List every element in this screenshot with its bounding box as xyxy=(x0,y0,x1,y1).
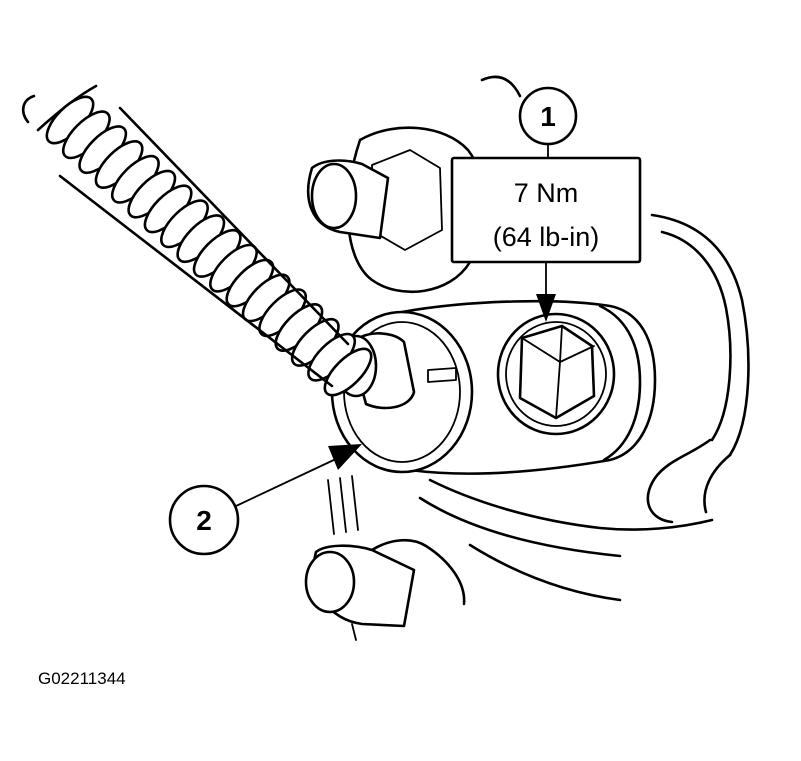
mounting-bracket xyxy=(418,75,750,602)
callout-1-number: 1 xyxy=(540,101,556,132)
harness-rib xyxy=(323,347,373,397)
callout-1: 1 xyxy=(518,86,578,159)
lower-bolt xyxy=(304,538,466,641)
torque-spec-box: 7 Nm (64 lb-in) xyxy=(450,156,642,264)
figure-id-label: G02211344 xyxy=(38,669,126,688)
alignment-lines xyxy=(327,475,359,535)
wiring-harness xyxy=(21,84,373,397)
callout-1-arrow xyxy=(536,261,556,322)
callout-2-number: 2 xyxy=(196,505,212,536)
torque-spec-metric: 7 Nm xyxy=(514,178,579,208)
sensor-retaining-bolt xyxy=(496,312,616,436)
upper-bolt xyxy=(307,126,486,294)
torque-spec-imperial: (64 lb-in) xyxy=(493,222,600,252)
callout-2: 2 xyxy=(168,444,362,556)
